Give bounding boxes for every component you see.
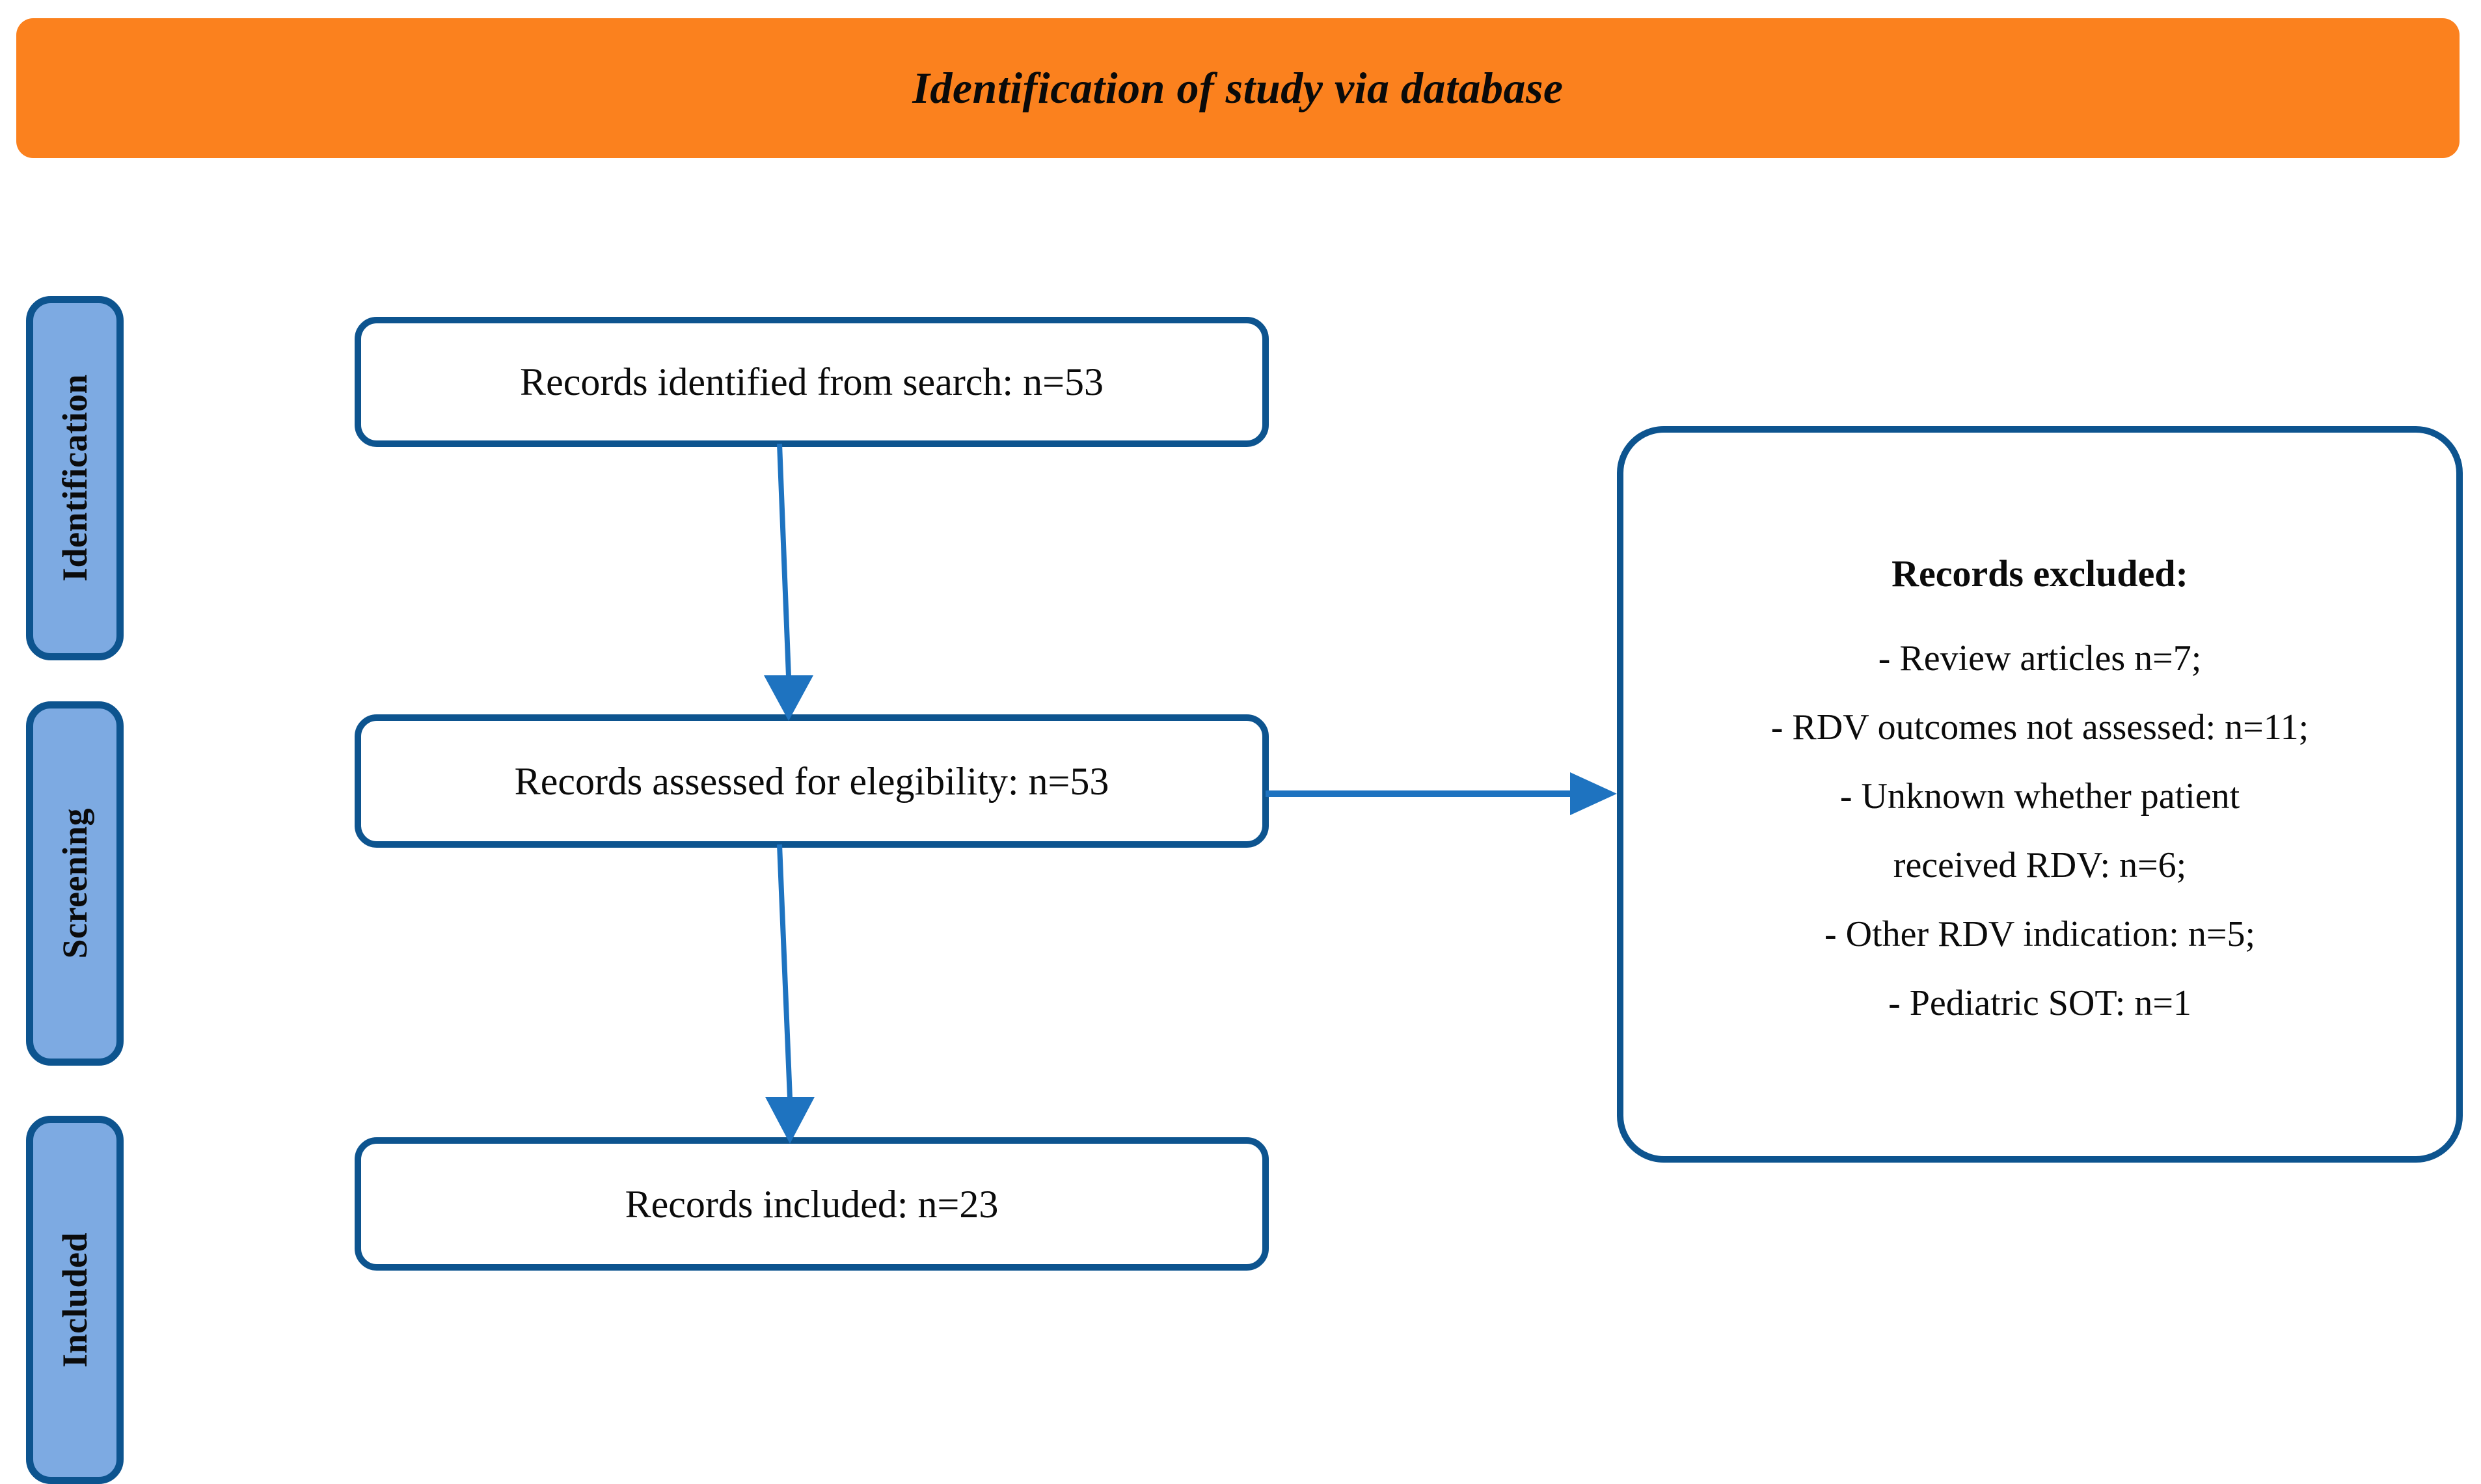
flow-box-records-identified: Records identified from search: n=53	[355, 317, 1269, 447]
excluded-records-title: Records excluded:	[1891, 552, 2188, 595]
excluded-reason-line: - Review articles n=7;	[1878, 638, 2202, 679]
flow-box-records-assessed: Records assessed for elegibility: n=53	[355, 714, 1269, 848]
arrow-down-assessed-to-included	[765, 844, 815, 1144]
flow-box-records-identified-text: Records identified from search: n=53	[520, 360, 1104, 403]
flow-box-records-assessed-text: Records assessed for elegibility: n=53	[514, 759, 1109, 803]
arrow-down-identified-to-assessed	[764, 443, 813, 721]
excluded-records-box: Records excluded: - Review articles n=7;…	[1617, 426, 2463, 1163]
excluded-reason-line: - RDV outcomes not assessed: n=11;	[1770, 707, 2309, 748]
stage-label-included-text: Included	[55, 1232, 94, 1368]
page-title: Identification of study via database	[912, 63, 1564, 113]
stage-label-identification-text: Identification	[55, 374, 94, 582]
flow-box-records-included: Records included: n=23	[355, 1137, 1269, 1271]
excluded-reason-line: received RDV: n=6;	[1893, 844, 2187, 885]
arrow-right-assessed-to-excluded	[1266, 772, 1617, 815]
header-banner: Identification of study via database	[16, 18, 2460, 158]
stage-label-included: Included	[26, 1116, 124, 1484]
flow-box-records-included-text: Records included: n=23	[625, 1182, 999, 1226]
excluded-reason-line: - Pediatric SOT: n=1	[1888, 982, 2191, 1023]
excluded-reason-line: - Other RDV indication: n=5;	[1824, 913, 2256, 954]
stage-label-identification: Identification	[26, 296, 124, 660]
stage-label-screening-text: Screening	[55, 808, 94, 959]
stage-label-screening: Screening	[26, 701, 124, 1066]
excluded-reason-line: - Unknown whether patient	[1839, 776, 2240, 816]
